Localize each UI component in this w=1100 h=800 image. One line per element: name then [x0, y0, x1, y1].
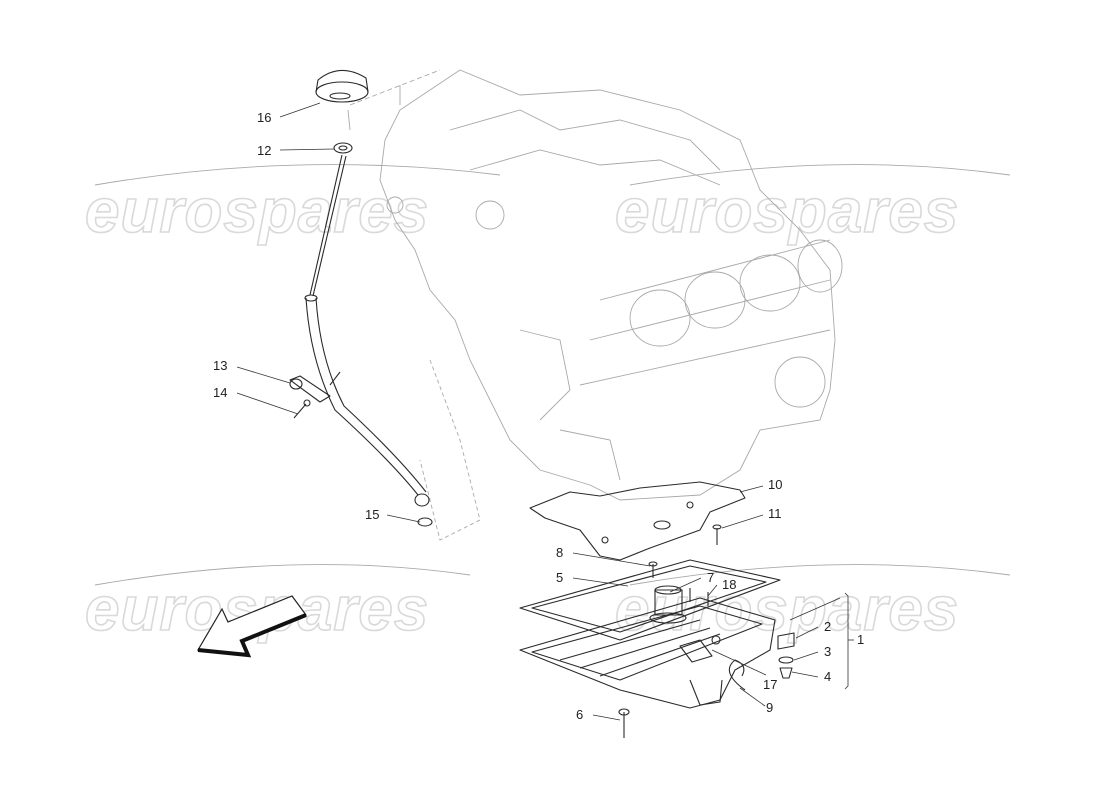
part-8-bolt	[648, 561, 658, 578]
callout-labels: 16 12 13 14 15 10 11 8 5 7 18 2 1 3 4 17…	[213, 110, 864, 722]
watermark-bottom-right: eurospares	[615, 575, 959, 644]
dipstick-rod	[309, 154, 347, 297]
part-2-plug-cap	[777, 632, 795, 650]
part-4-drain-plug	[779, 667, 793, 679]
part-17-connector	[679, 635, 721, 663]
callout-2: 2	[824, 619, 831, 634]
part-11-bolt	[712, 524, 722, 545]
watermark-swoosh	[629, 164, 1011, 186]
callout-15: 15	[365, 507, 379, 522]
callout-13: 13	[213, 358, 227, 373]
callout-16: 16	[257, 110, 271, 125]
oil-pan	[519, 597, 776, 709]
callout-3: 3	[824, 644, 831, 659]
part-13-tube-bracket	[289, 371, 341, 403]
part-16-oil-filler-cap	[315, 69, 369, 103]
direction-arrow	[197, 595, 307, 658]
watermark-swoosh	[94, 164, 501, 186]
callout-5: 5	[556, 570, 563, 585]
callout-18: 18	[722, 577, 736, 592]
callout-17: 17	[763, 677, 777, 692]
dipstick-tube	[304, 294, 430, 507]
callout-4: 4	[824, 669, 831, 684]
part-7-oil-level-sensor	[649, 585, 687, 624]
part-18-bolts	[689, 588, 709, 606]
watermark-top-right: eurospares	[615, 177, 959, 246]
watermark-group: eurospares eurospares eurospares eurospa…	[84, 164, 1011, 645]
callout-10: 10	[768, 477, 782, 492]
part-15-o-ring	[417, 517, 433, 527]
watermark-top-left: eurospares	[85, 177, 429, 246]
part-3-washer	[778, 656, 794, 664]
callout-8: 8	[556, 545, 563, 560]
engine-block	[347, 69, 843, 541]
part-10-baffle-plate	[529, 481, 746, 561]
callout-14: 14	[213, 385, 227, 400]
callout-6: 6	[576, 707, 583, 722]
watermark-swoosh	[94, 564, 471, 586]
leader-lines	[236, 102, 854, 721]
part-9-clip	[728, 659, 746, 691]
part-6-bolt	[618, 708, 630, 738]
callout-11: 11	[768, 506, 782, 521]
callout-9: 9	[766, 700, 773, 715]
callout-1: 1	[857, 632, 864, 647]
callout-12: 12	[257, 143, 271, 158]
callout-7: 7	[707, 570, 714, 585]
part-12-seal-ring	[333, 142, 353, 154]
part-5-oil-pan-gasket	[519, 559, 781, 641]
part-14-bolt	[293, 399, 311, 419]
watermark-swoosh	[629, 564, 1011, 586]
